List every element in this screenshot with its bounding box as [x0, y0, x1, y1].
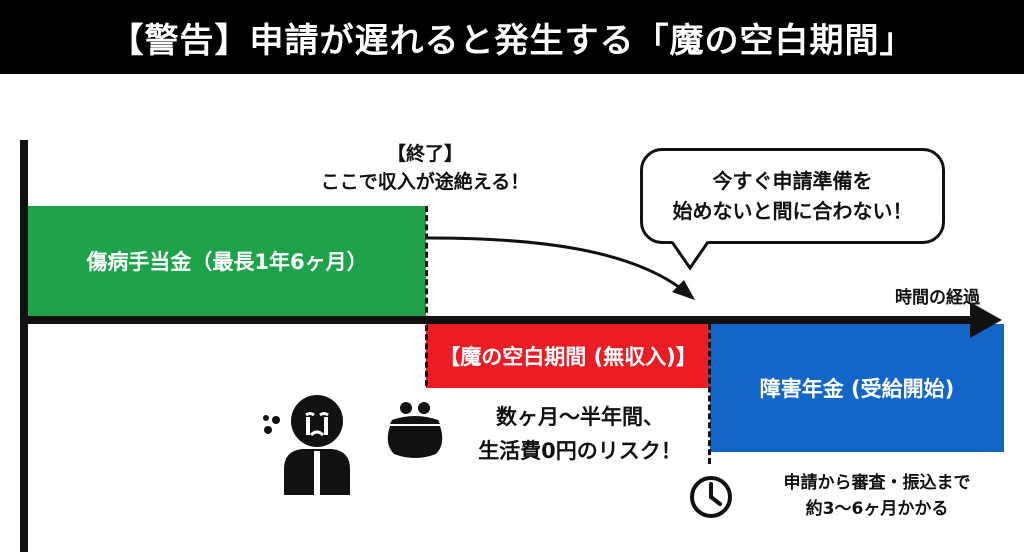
time-axis-label: 時間の経過	[895, 288, 980, 308]
income-gap-phase: 【魔の空白期間 (無収入)】	[426, 324, 710, 388]
sickness-benefit-label: 傷病手当金（最長1年6ヶ月）	[86, 250, 368, 274]
bubble-line-2: 始めないと間に合わない！	[672, 199, 913, 223]
note-line-2: 約3〜6ヶ月かかる	[805, 499, 949, 519]
clock-icon	[690, 476, 732, 518]
sickness-benefit-phase: 傷病手当金（最長1年6ヶ月）	[28, 206, 426, 316]
end-annotation: 【終了】 ここで収入が途絶える！	[300, 140, 550, 196]
end-boundary-dashed-line	[425, 206, 428, 386]
start-boundary-dashed-line	[708, 324, 711, 464]
vertical-axis-line	[20, 140, 28, 552]
page-title: 【警告】申請が遅れると発生する「魔の空白期間」	[0, 0, 1024, 74]
bubble-line-1: 今すぐ申請準備を	[712, 169, 873, 193]
pension-label: 障害年金 (受給開始)	[759, 377, 955, 401]
processing-time-note: 申請から審査・振込まで 約3〜6ヶ月かかる	[742, 470, 1012, 522]
timeline-arrowhead	[970, 302, 1002, 338]
pension-phase: 障害年金 (受給開始)	[710, 324, 1004, 452]
warning-speech-bubble: 今すぐ申請準備を 始めないと間に合わない！	[640, 148, 945, 244]
end-annotation-title: 【終了】	[386, 143, 463, 165]
risk-annotation: 数ヶ月〜半年間、 生活費0円のリスク！	[450, 400, 710, 468]
note-line-1: 申請から審査・振込まで	[783, 473, 971, 493]
timeline-axis	[20, 316, 978, 324]
income-gap-label: 【魔の空白期間 (無収入)】	[439, 345, 697, 369]
coin-purse-icon	[387, 402, 443, 458]
end-annotation-text: ここで収入が途絶える！	[320, 171, 530, 193]
risk-line-2: 生活費0円のリスク！	[478, 439, 682, 463]
crying-person-icon	[263, 395, 350, 495]
risk-line-1: 数ヶ月〜半年間、	[496, 405, 664, 429]
